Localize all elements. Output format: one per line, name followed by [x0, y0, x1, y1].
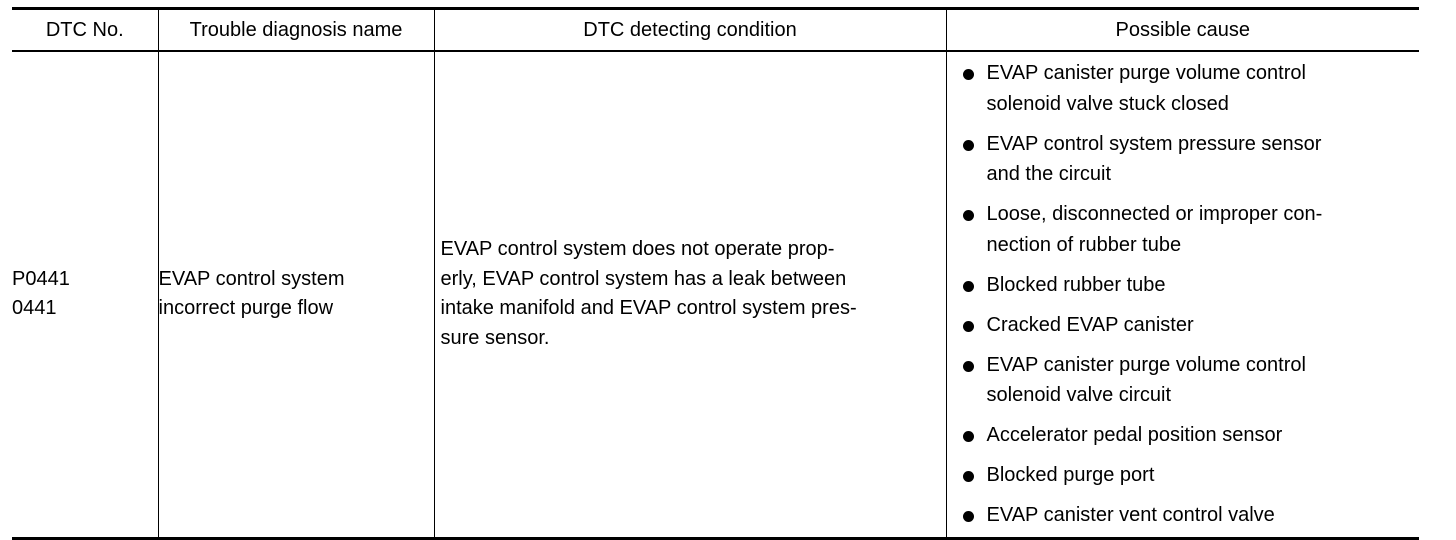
trouble-name-cell: EVAP control system incorrect purge flow	[157, 51, 435, 538]
list-item: EVAP canister purge volume control solen…	[962, 350, 1408, 411]
dtc-code: P0441	[12, 267, 70, 290]
bullet-icon	[962, 210, 974, 221]
bullet-icon	[962, 69, 974, 80]
condition-line: EVAP control system does not operate pro…	[440, 238, 835, 261]
dtc-code: 0441	[12, 297, 57, 320]
condition-line: intake manifold and EVAP control system …	[440, 297, 857, 320]
trouble-name-line: EVAP control system	[158, 267, 345, 290]
trouble-name-line: incorrect purge flow	[158, 297, 334, 320]
list-item: EVAP canister vent control valve	[962, 500, 1408, 531]
list-item: Blocked rubber tube	[962, 270, 1408, 301]
bullet-icon	[962, 511, 974, 522]
dtc-code-cell: P0441 0441	[12, 51, 159, 538]
header-row: DTC No. Trouble diagnosis name DTC detec…	[12, 8, 1419, 51]
list-item: Cracked EVAP canister	[962, 310, 1408, 341]
cause-line: EVAP canister purge volume control	[986, 62, 1306, 84]
header-trouble-diagnosis-name: Trouble diagnosis name	[157, 8, 435, 51]
header-dtc-no: DTC No.	[12, 8, 159, 51]
bullet-icon	[962, 139, 974, 151]
dtc-table: DTC No. Trouble diagnosis name DTC detec…	[12, 7, 1419, 540]
cause-line: EVAP canister purge volume control	[986, 353, 1306, 376]
list-item: EVAP canister purge volume control solen…	[962, 58, 1408, 119]
list-item: Accelerator pedal position sensor	[962, 420, 1408, 451]
list-item: Loose, disconnected or improper con- nec…	[962, 199, 1408, 260]
cause-line: Loose, disconnected or improper con-	[986, 203, 1323, 225]
cause-line: Cracked EVAP canister	[986, 313, 1194, 336]
cause-line: and the circuit	[986, 163, 1112, 185]
cause-line: solenoid valve circuit	[986, 384, 1172, 406]
cause-line: solenoid valve stuck closed	[986, 92, 1229, 115]
bullet-icon	[962, 431, 974, 442]
bullet-icon	[962, 320, 974, 332]
table-row: P0441 0441 EVAP control system incorrect…	[12, 51, 1419, 538]
cause-line: Blocked purge port	[986, 464, 1155, 486]
cause-list: EVAP canister purge volume control solen…	[947, 52, 1420, 537]
table-body: P0441 0441 EVAP control system incorrect…	[12, 51, 1419, 538]
header-dtc-detecting-condition: DTC detecting condition	[433, 8, 947, 51]
list-item: Blocked purge port	[962, 460, 1408, 491]
bullet-icon	[962, 360, 974, 372]
bullet-icon	[962, 280, 974, 292]
cause-line: EVAP canister vent control valve	[986, 504, 1275, 526]
list-item: EVAP control system pressure sensor and …	[962, 129, 1408, 190]
table-header: DTC No. Trouble diagnosis name DTC detec…	[12, 8, 1419, 51]
header-possible-cause: Possible cause	[945, 8, 1419, 51]
detecting-condition-cell: EVAP control system does not operate pro…	[433, 51, 947, 538]
cause-line: Accelerator pedal position sensor	[986, 424, 1283, 446]
cause-line: EVAP control system pressure sensor	[986, 132, 1322, 155]
cause-line: nection of rubber tube	[986, 233, 1182, 256]
cause-line: Blocked rubber tube	[986, 273, 1166, 296]
condition-line: erly, EVAP control system has a leak bet…	[440, 267, 847, 290]
possible-cause-cell: EVAP canister purge volume control solen…	[945, 51, 1420, 538]
bullet-icon	[962, 471, 974, 482]
condition-line: sure sensor.	[440, 326, 550, 349]
